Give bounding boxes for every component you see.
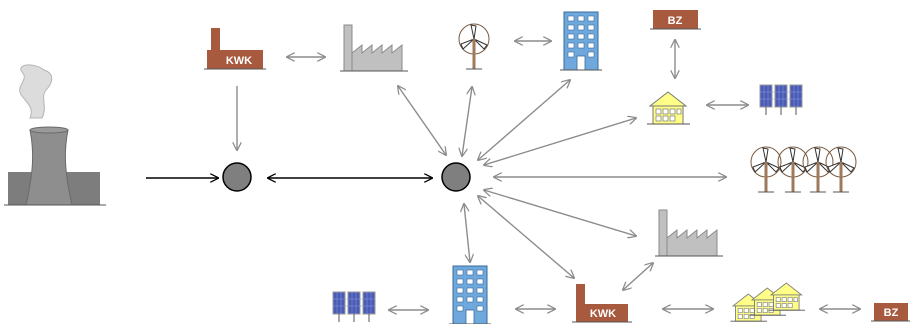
houses-icon-bottom	[730, 282, 806, 322]
kwk-label-bottom: KWK	[590, 308, 616, 320]
arrow-kwk-factory-bottom	[623, 263, 653, 290]
arrow-node2-factory-right	[484, 190, 636, 236]
grid-node-center	[441, 162, 471, 192]
house-icon	[646, 91, 691, 125]
solar-panel-icon-bottom	[332, 291, 376, 323]
solar-panel-icon	[759, 84, 803, 116]
kwk-label-top: KWK	[226, 55, 252, 67]
arrow-node2-factory-top	[398, 86, 446, 155]
arrow-node2-office-top	[478, 80, 570, 160]
fuel-cell-icon-bottom: BZ	[871, 303, 910, 322]
bz-label-bottom: BZ	[884, 307, 899, 319]
wind-farm-icon	[750, 146, 857, 193]
arrow-node2-office-bottom	[464, 204, 470, 262]
factory-icon	[339, 24, 409, 72]
bz-label-top: BZ	[668, 15, 683, 27]
nuclear-power-plant-icon	[4, 64, 106, 206]
arrow-node2-wind	[462, 87, 472, 156]
office-building-icon-bottom	[448, 265, 492, 324]
chp-plant-icon-bottom: KWK	[572, 284, 632, 323]
fuel-cell-icon: BZ	[650, 10, 701, 30]
grid-node-left	[222, 162, 252, 192]
chp-plant-icon: KWK	[204, 28, 266, 70]
office-building-icon	[559, 11, 603, 71]
arrow-node2-kwk-bottom	[478, 196, 574, 278]
factory-icon-right	[654, 209, 724, 257]
arrows	[146, 40, 860, 310]
arrow-node2-house	[484, 118, 636, 165]
wind-turbine-icon	[458, 23, 490, 70]
